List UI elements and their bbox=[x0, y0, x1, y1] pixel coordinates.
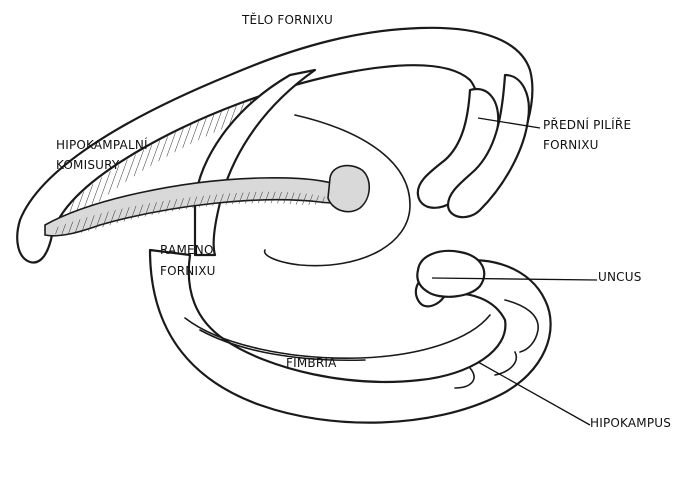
label-rameno-line1: RAMENO bbox=[160, 243, 214, 258]
label-predni-pilire-line1: PŘEDNÍ PILÍŘE bbox=[543, 118, 631, 133]
leader-uncus bbox=[432, 278, 597, 280]
label-hipokampalni-line1: HIPOKAMPALNÍ bbox=[56, 138, 148, 153]
label-uncus: UNCUS bbox=[598, 270, 642, 285]
label-hipokampalni-line2: KOMISURY bbox=[56, 158, 119, 173]
label-hipokampus: HIPOKAMPUS bbox=[590, 416, 671, 431]
label-rameno-line2: FORNIXU bbox=[160, 264, 216, 279]
leader-predni-pilire bbox=[478, 118, 540, 128]
label-predni-pilire-line2: FORNIXU bbox=[543, 138, 599, 153]
label-telo-fornixu: TĚLO FORNIXU bbox=[242, 13, 333, 28]
label-fimbria: FIMBRIA bbox=[286, 356, 337, 371]
leader-hipokampus bbox=[478, 362, 590, 425]
